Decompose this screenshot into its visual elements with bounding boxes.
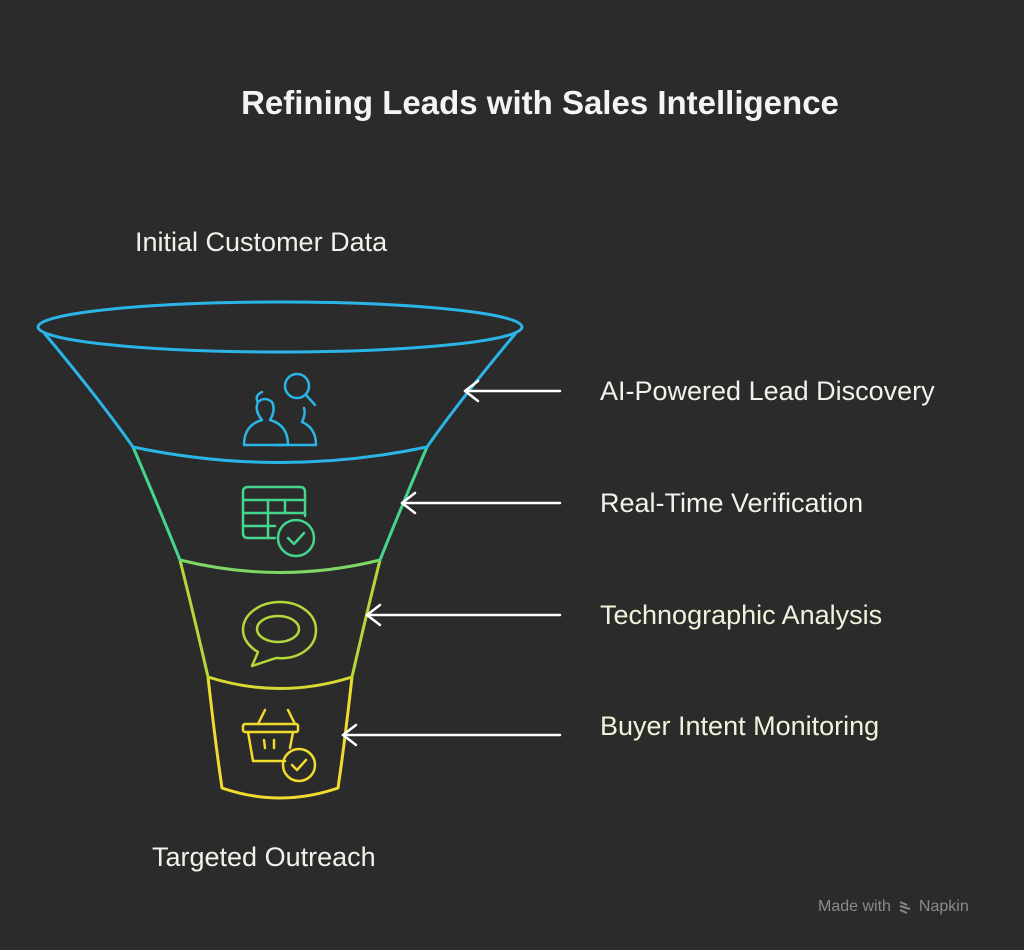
arrow-stage-3: [365, 603, 562, 627]
stage-label-1: AI-Powered Lead Discovery: [600, 376, 935, 406]
arrow-stage-4: [341, 723, 562, 747]
funnel-band-2-top: [131, 445, 429, 464]
funnel-band-4: [206, 675, 354, 800]
stage-label-4: Buyer Intent Monitoring: [600, 711, 880, 741]
credit-prefix: Made with: [818, 898, 891, 915]
funnel-band-3: [178, 558, 382, 679]
funnel-rim: [36, 300, 524, 354]
funnel-band-3-top: [178, 558, 382, 574]
funnel-band-1: [43, 332, 517, 449]
napkin-logo-icon: [899, 901, 911, 914]
diagram-title: Refining Leads with Sales Intelligence: [241, 84, 839, 121]
table-check-icon: [241, 485, 316, 558]
basket-check-icon: [241, 708, 317, 783]
arrow-stage-1: [463, 379, 562, 403]
stage-label-2: Real-Time Verification: [600, 488, 864, 518]
arrow-stage-2: [400, 491, 562, 515]
napkin-credit: Made with Napkin: [818, 898, 969, 916]
funnel-input-label: Initial Customer Data: [135, 227, 388, 257]
stage-label-3: Technographic Analysis: [600, 600, 883, 630]
credit-brand: Napkin: [918, 898, 969, 915]
funnel-band-2: [131, 445, 429, 562]
chat-bubble-icon: [241, 600, 318, 668]
funnel-output-label: Targeted Outreach: [152, 842, 376, 872]
user-search-icon: [242, 372, 318, 447]
funnel-band-4-top: [206, 675, 354, 690]
